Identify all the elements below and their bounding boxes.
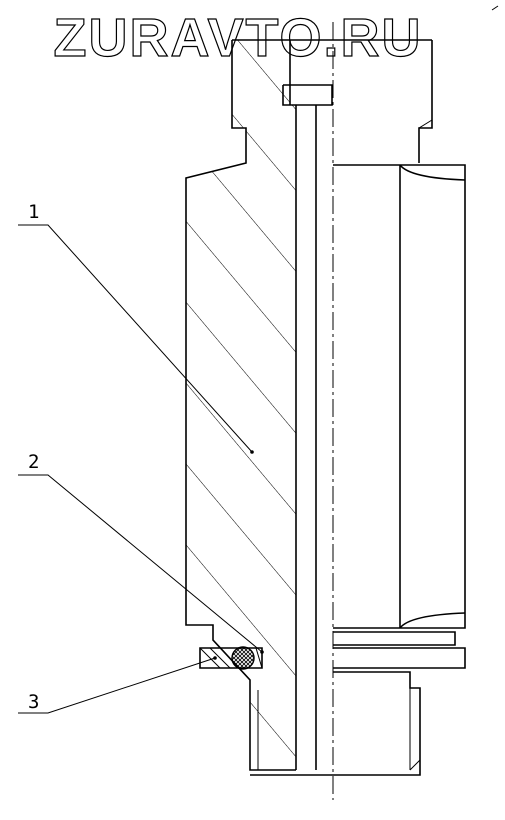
corner-mark [491,5,499,11]
fitting-body-section [185,39,432,771]
fitting-body-exterior [250,40,466,776]
callout-2: 2 [18,451,264,654]
bore-channel [282,84,333,770]
callout-label-1: 1 [28,201,39,223]
callout-3: 3 [18,656,217,714]
section-hatching [186,40,296,770]
callout-label-2: 2 [28,451,39,473]
watermark: ZURAVTO.RU [54,8,423,68]
seal-ring [199,646,263,670]
callout-label-3: 3 [28,691,39,713]
callout-1: 1 [18,201,254,454]
